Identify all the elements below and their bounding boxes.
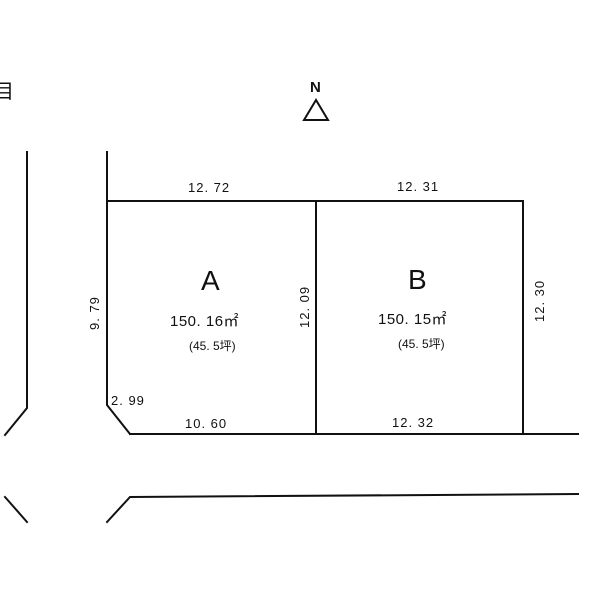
lot-outline: [106, 151, 579, 436]
lot-a-letter: A: [201, 265, 220, 296]
dim-right-side: 12. 30: [532, 280, 547, 322]
left-boundary: [106, 151, 132, 436]
lot-b-area: 150. 15㎡: [378, 311, 447, 328]
dim-corner-cut: 2. 99: [111, 393, 145, 408]
dim-bottom-b: 12. 32: [392, 415, 434, 430]
lot-a: A 150. 16㎡ (45. 5坪): [170, 265, 239, 353]
dim-top-b: 12. 31: [397, 179, 439, 194]
north-arrow: N: [302, 79, 330, 121]
header-fragment: 目: [0, 81, 14, 103]
dim-top-a: 12. 72: [188, 180, 230, 195]
dim-left-side: 9. 79: [87, 296, 102, 330]
lot-b: B 150. 15㎡ (45. 5坪): [378, 264, 447, 351]
road-lower-edge: [105, 492, 580, 524]
lot-a-area: 150. 16㎡: [170, 313, 239, 330]
lot-a-tsubo: (45. 5坪): [189, 339, 236, 353]
lot-b-tsubo: (45. 5坪): [398, 337, 445, 351]
north-label: N: [310, 79, 321, 96]
north-arrow-icon: [302, 98, 330, 121]
left-road-edge: [3, 151, 29, 524]
dim-middle-divider: 12. 09: [297, 286, 312, 328]
dim-bottom-a: 10. 60: [185, 416, 227, 431]
lot-b-letter: B: [408, 264, 427, 295]
